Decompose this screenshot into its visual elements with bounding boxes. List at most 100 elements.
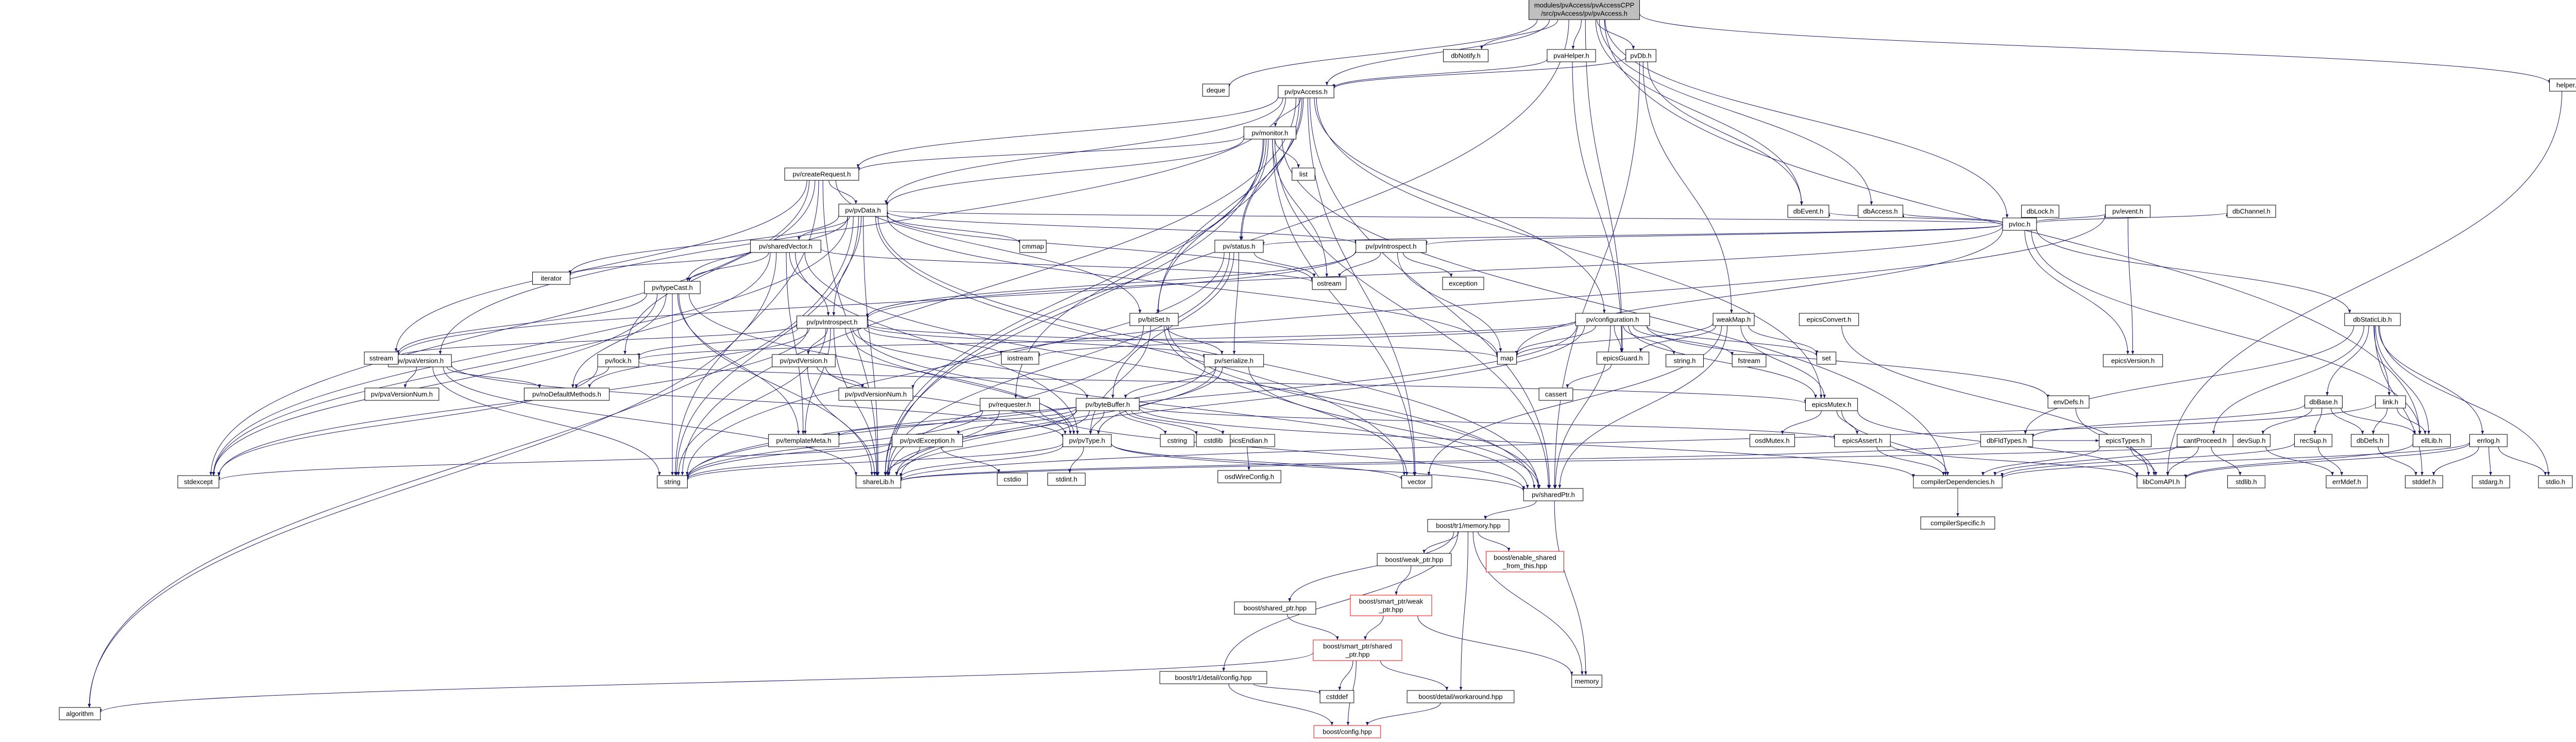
node-algorithm[interactable]: algorithm (59, 707, 101, 720)
node-deque[interactable]: deque (1202, 83, 1230, 97)
node-dbDefs[interactable]: dbDefs.h (2351, 434, 2389, 447)
node-boostConfig[interactable]: boost/config.hpp (1313, 725, 1381, 738)
node-osdWireConfig[interactable]: osdWireConfig.h (1217, 470, 1281, 483)
node-boostSmartShared[interactable]: boost/smart_ptr/shared_ptr.hpp (1313, 639, 1402, 661)
node-requester[interactable]: pv/requester.h (979, 398, 1040, 411)
node-cmmap[interactable]: cmmap (1019, 240, 1047, 253)
node-defaultMethods[interactable]: pv/noDefaultMethods.h (523, 387, 610, 401)
node-pvIoc[interactable]: pvIoc.h (2002, 217, 2037, 231)
node-errlog[interactable]: errlog.h (2469, 434, 2507, 447)
node-pvversion[interactable]: pv/pvaVersion.h (388, 354, 452, 367)
node-shareLib[interactable]: shareLib.h (856, 475, 901, 488)
node-pvType[interactable]: pv/pvType.h (1062, 434, 1112, 447)
node-vector[interactable]: vector (1401, 475, 1432, 488)
node-string_h[interactable]: string.h (1666, 354, 1704, 367)
node-pvlock[interactable]: pv/lock.h (597, 354, 639, 367)
node-pvScalar[interactable]: pv/pvIntrospect.h (1355, 240, 1427, 253)
node-epicsAssert[interactable]: epicsAssert.h (1834, 434, 1891, 447)
node-pvStatus[interactable]: pv/status.h (1214, 240, 1264, 253)
node-epicsMutex[interactable]: epicsMutex.h (1805, 398, 1858, 411)
node-osdMutex[interactable]: osdMutex.h (1750, 434, 1795, 447)
node-memory[interactable]: memory (1571, 674, 1602, 688)
node-templateMeta[interactable]: pv/templateMeta.h (768, 434, 839, 447)
node-pvSharedPtr[interactable]: pv/sharedPtr.h (1523, 488, 1584, 501)
node-pvdVersionNum[interactable]: pv/pvdVersionNum.h (838, 387, 913, 401)
node-cstring[interactable]: cstring (1160, 434, 1195, 447)
node-epicsConvert[interactable]: epicsConvert.h (1799, 313, 1859, 326)
node-cstdlib[interactable]: cstdlib (1196, 434, 1231, 447)
node-serialize[interactable]: pv/serialize.h (1204, 354, 1264, 367)
node-pvdException[interactable]: pv/pvdException.h (892, 434, 963, 447)
node-bitSet[interactable]: pv/bitSet.h (1129, 313, 1179, 326)
node-stddef_h[interactable]: stddef.h (2405, 475, 2443, 488)
node-box (2103, 354, 2163, 367)
node-dbFldTypes[interactable]: dbFldTypes.h (1980, 434, 2033, 447)
node-iterator[interactable]: iterator (532, 272, 570, 285)
node-ostream[interactable]: ostream (1312, 277, 1347, 290)
node-epicsGuard[interactable]: epicsGuard.h (1596, 351, 1650, 365)
node-stddef_std[interactable]: cstddef (1319, 690, 1354, 703)
node-boostEnableShared[interactable]: boost/enable_shared_from_this.hpp (1486, 551, 1564, 572)
node-pvDb[interactable]: pvDb.h (1625, 49, 1656, 62)
node-cassert[interactable]: cassert (1538, 387, 1573, 401)
node-pvAccess[interactable]: pv/pvAccess.h (1278, 85, 1334, 98)
node-typeCast[interactable]: pv/typeCast.h (644, 281, 701, 294)
node-compilerSpecific[interactable]: compilerSpecific.h (1920, 516, 1995, 530)
node-string[interactable]: string (657, 475, 688, 488)
node-pvaVersionNum[interactable]: pv/pvaVersionNum.h (364, 387, 439, 401)
node-link[interactable]: link.h (2375, 395, 2406, 409)
node-box (2098, 434, 2152, 447)
node-stdio_h[interactable]: stdio.h (2538, 475, 2573, 488)
node-pvIntrospect[interactable]: pv/pvIntrospect.h (796, 315, 868, 329)
node-cantProceed[interactable]: cantProceed.h (2177, 434, 2233, 447)
node-weakMap[interactable]: weakMap.h (1713, 313, 1755, 326)
node-pvConfiguration[interactable]: pv/configuration.h (1575, 313, 1650, 326)
node-epicsVersion[interactable]: epicsVersion.h (2103, 354, 2163, 367)
node-root[interactable]: modules/pvAccess/pvAccessCPP/src/pvAcces… (1529, 0, 1640, 20)
node-cstdio[interactable]: cstdio (997, 473, 1028, 486)
node-map[interactable]: map (1497, 351, 1517, 365)
node-pvdVersion[interactable]: pv/pvdVersion.h (772, 354, 836, 367)
node-ellLib[interactable]: ellLib.h (2413, 434, 2451, 447)
node-boostSmartWeak[interactable]: boost/smart_ptr/weak_ptr.hpp (1350, 595, 1432, 616)
node-epicsTypes[interactable]: epicsTypes.h (2098, 434, 2152, 447)
node-pvaHelper[interactable]: pvaHelper.h (1547, 49, 1596, 62)
node-fstream[interactable]: fstream (1732, 354, 1767, 367)
node-libComAPI[interactable]: libComAPI.h (2137, 475, 2186, 488)
node-dbNotify[interactable]: dbNotify.h (1443, 49, 1488, 62)
node-boostWeakPtr[interactable]: boost/weak_ptr.hpp (1377, 553, 1452, 566)
node-stdint_h[interactable]: stdint.h (1047, 473, 1086, 486)
node-exception[interactable]: exception (1442, 277, 1484, 290)
node-dbEvent[interactable]: dbEvent.h (1787, 205, 1829, 218)
node-devSup[interactable]: devSup.h (2232, 434, 2270, 447)
node-dbChannel[interactable]: dbChannel.h (2227, 205, 2276, 218)
node-helper[interactable]: helper.h (2549, 78, 2576, 92)
node-iostream[interactable]: iostream (1001, 351, 1039, 365)
node-boostTr1Config[interactable]: boost/tr1/detail/config.hpp (1159, 671, 1267, 684)
node-byteBuffer[interactable]: pv/byteBuffer.h (1076, 398, 1140, 411)
node-sharedVector[interactable]: pv/sharedVector.h (750, 240, 821, 253)
node-boostWorkaround[interactable]: boost/detail/workaround.hpp (1406, 690, 1515, 703)
node-errDefs[interactable]: envDefs.h (2047, 395, 2090, 409)
node-pvdbEvent[interactable]: pv/event.h (2105, 205, 2150, 218)
node-pvData[interactable]: pv/pvData.h (838, 204, 888, 217)
node-dbAccess[interactable]: dbAccess.h (1858, 205, 1903, 218)
node-recSup[interactable]: recSup.h (2294, 434, 2332, 447)
node-dbStatic[interactable]: dbStaticLib.h (2344, 313, 2401, 326)
node-dbLock[interactable]: dbLock.h (2021, 205, 2059, 218)
node-stdarg_h[interactable]: stdarg.h (2472, 475, 2510, 488)
node-list[interactable]: list (1292, 167, 1315, 181)
node-stdexcept[interactable]: stdexcept (177, 475, 219, 488)
node-set[interactable]: set (1816, 351, 1837, 365)
node-sstream[interactable]: sstream (364, 351, 399, 365)
node-createRequest[interactable]: pv/createRequest.h (784, 167, 859, 181)
node-compilerDeps[interactable]: compilerDependencies.h (1913, 475, 2003, 488)
edge-byteBuffer-to-epicsEndian (1131, 410, 1225, 435)
node-errMdef[interactable]: errMdef.h (2326, 475, 2368, 488)
edge-pvIntrospect-to-pvdVersion (807, 328, 828, 355)
node-boostMemory[interactable]: boost/tr1/memory.hpp (1427, 519, 1510, 532)
node-dbBase[interactable]: dbBase.h (2304, 395, 2343, 409)
node-pvmonitor[interactable]: pv/monitor.h (1243, 126, 1297, 140)
node-stdlib_h[interactable]: stdlib.h (2227, 475, 2265, 488)
node-boostSharedPtr[interactable]: boost/shared_ptr.hpp (1234, 601, 1316, 615)
